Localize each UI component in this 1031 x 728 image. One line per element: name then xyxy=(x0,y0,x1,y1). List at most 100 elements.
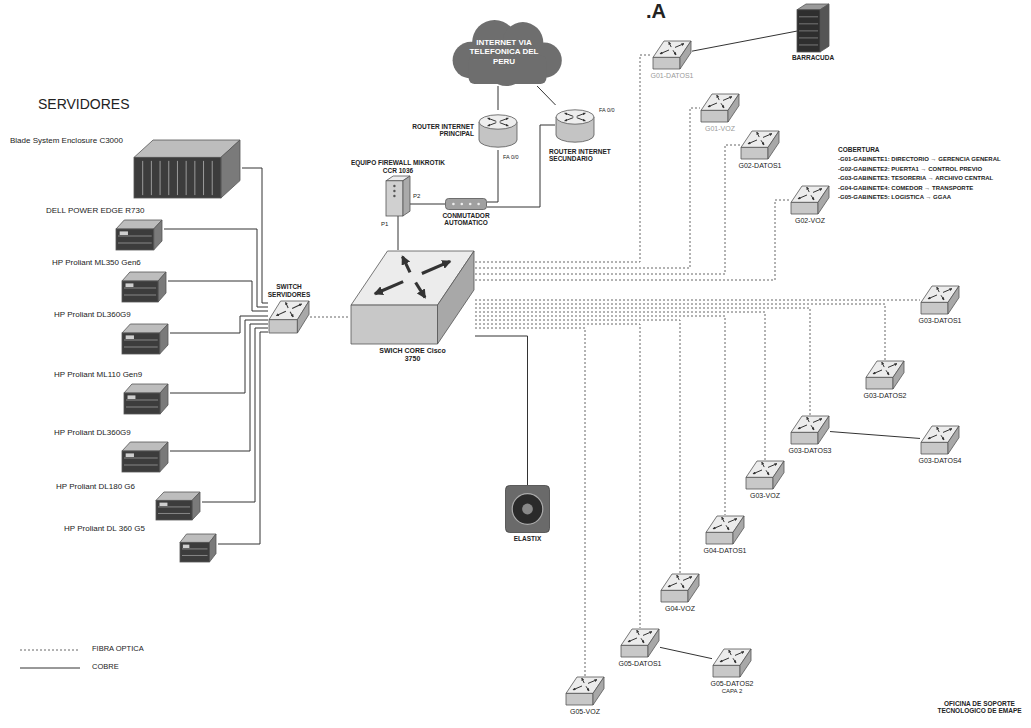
pbx-body xyxy=(506,486,550,533)
copper-link xyxy=(168,281,268,311)
server-side xyxy=(160,384,168,414)
switch-icon xyxy=(790,415,830,445)
node-label: HP Proliant DL180 G6 xyxy=(56,482,135,491)
label-group: G02-VOZ xyxy=(780,217,840,225)
server-node: HP Proliant DL360G9 xyxy=(52,310,170,356)
bar-icon xyxy=(445,198,487,210)
switch-arrow xyxy=(753,470,762,474)
blade-slot xyxy=(151,161,152,195)
blade-slot xyxy=(168,161,169,195)
switch-arrow xyxy=(637,630,639,635)
switch-arrow xyxy=(422,261,450,273)
copper-link xyxy=(218,332,268,544)
node-label: G04-DATOS1 xyxy=(695,547,755,555)
server-panel xyxy=(126,283,134,287)
label-group: G03-VOZ xyxy=(735,492,795,500)
server-node: DELL POWER EDGE R730 xyxy=(44,206,164,252)
node-label: G03-DATOS4 xyxy=(910,457,970,465)
server-icon xyxy=(124,384,168,414)
switch-side xyxy=(768,131,779,159)
server-panel xyxy=(126,335,134,339)
switch-icon xyxy=(712,648,752,678)
switch-side xyxy=(893,361,904,389)
switch-front xyxy=(741,147,768,159)
node-label: ROUTER INTERNET PRINCIPAL xyxy=(408,123,474,138)
server-icon xyxy=(156,492,200,520)
switch-arrow xyxy=(941,295,944,300)
switch-arrow xyxy=(748,140,757,144)
tower-bay xyxy=(799,30,818,31)
switch-arrow xyxy=(888,364,897,368)
legend-sample xyxy=(20,668,80,669)
blade-slot xyxy=(142,161,143,195)
node-label: CONMUTADOR AUTOMATICO xyxy=(430,212,502,227)
switch-arrow xyxy=(761,140,764,145)
server-node: HP Proliant ML110 Gen9 xyxy=(52,370,170,416)
switch-arrow xyxy=(937,427,939,432)
note-text: FA 0/0 xyxy=(503,154,519,160)
node-label: HP Proliant DL 360 G5 xyxy=(64,524,145,533)
switch-node: G01-VOZ xyxy=(700,93,740,123)
node-label: SWICH CORE Cisco 3750 xyxy=(378,347,448,363)
switch-node: SWICH CORE Cisco 3750 xyxy=(350,250,475,345)
switch-node: G01-DATOS1 xyxy=(652,40,692,70)
node-label: Blade System Enclosure C3000 xyxy=(10,136,123,145)
server-front xyxy=(134,157,221,198)
drive-bay xyxy=(118,236,152,237)
edge-group xyxy=(164,31,920,676)
tower-side xyxy=(820,4,829,52)
fiber-link xyxy=(475,145,740,274)
label-group: BARRACUDA xyxy=(783,54,843,61)
switch-arrow xyxy=(811,195,814,200)
switch-arrow xyxy=(677,575,679,580)
switch-front xyxy=(713,665,740,677)
switch-icon xyxy=(920,285,960,315)
firewall-side xyxy=(403,176,410,216)
switch-arrow xyxy=(668,583,677,587)
label-group: G03-DATOS1 xyxy=(910,317,970,325)
switch-arrow xyxy=(708,103,717,107)
server-side xyxy=(160,442,168,472)
switch-arrow xyxy=(375,282,403,294)
label-group: G02-DATOS1 xyxy=(730,162,790,170)
node-label: HP Proliant ML350 Gen6 xyxy=(52,258,141,267)
switch-arrow xyxy=(941,435,944,440)
server-icon xyxy=(122,324,168,354)
switch-arrow xyxy=(673,50,676,55)
speaker-icon xyxy=(505,485,550,533)
drive-bay xyxy=(124,288,156,289)
tower-bay xyxy=(799,23,818,24)
switch-icon xyxy=(920,425,960,455)
node-label: G05-VOZ xyxy=(555,708,615,716)
server-icon xyxy=(122,272,166,302)
switch-arrow xyxy=(720,658,729,662)
switch-arrow xyxy=(762,462,764,467)
switch-arrow xyxy=(728,519,737,523)
switch-arrow xyxy=(943,289,952,293)
switch-arrow xyxy=(813,419,822,423)
label-group: G03-DATOS2 xyxy=(855,392,915,400)
node-label: G03-VOZ xyxy=(735,492,795,500)
switcher-port xyxy=(452,203,455,206)
switch-arrow xyxy=(807,417,809,422)
server-side xyxy=(158,272,166,302)
note-text: -G05-GABINETE5: LOGISTICA → GGAA xyxy=(838,194,951,201)
node-label: HP Proliant DL360G9 xyxy=(54,310,131,319)
pbx-center xyxy=(522,504,533,515)
node-label: SWITCH SERVIDORES xyxy=(264,283,314,298)
switch-arrow xyxy=(588,680,597,684)
cloud-node: INTERNET VIA TELEFONICA DEL PERU xyxy=(445,18,563,86)
switch-icon xyxy=(350,250,475,345)
copper-link xyxy=(398,216,399,250)
note-text: COBERTURA xyxy=(838,146,880,153)
fiber-link xyxy=(475,324,640,628)
switch-side xyxy=(648,629,659,657)
switch-node: G02-DATOS1 xyxy=(740,130,780,160)
switcher-port xyxy=(461,203,464,206)
status-light xyxy=(393,190,395,192)
note-text: -G01-GABINETE1: DIRECTORIO → GERENCIA GE… xyxy=(838,156,1001,163)
switch-arrow xyxy=(937,287,939,292)
firewall-front xyxy=(386,181,403,216)
node-label: CAPA 2 xyxy=(702,688,762,695)
server-panel xyxy=(160,503,168,506)
